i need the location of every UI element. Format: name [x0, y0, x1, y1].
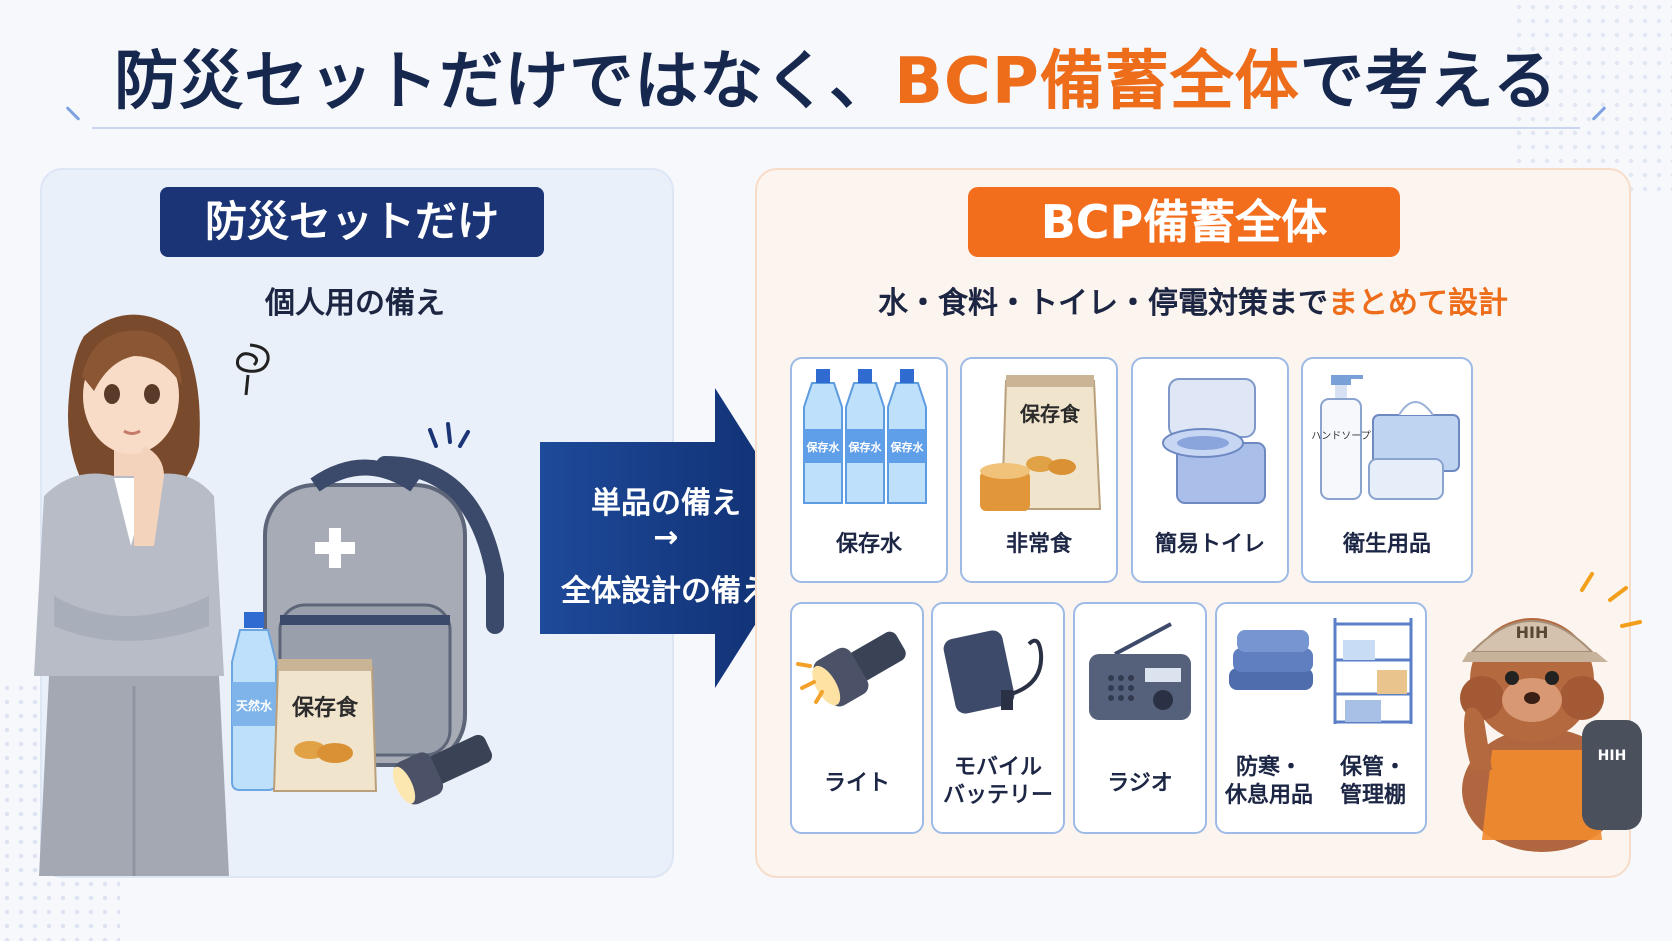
item-label-battery: モバイル バッテリー [933, 754, 1063, 810]
hygiene-supplies-icon: ハンドソープ [1311, 375, 1460, 500]
item-label-light: ライト [823, 771, 890, 796]
water-bottle-text-1: 保存水 [806, 440, 841, 454]
decorative-dots-right [1512, 0, 1672, 200]
item-label-water: 保存水 [835, 532, 902, 557]
item-label-shelf-line2: 管理棚 [1339, 783, 1406, 808]
radio-icon [1089, 622, 1191, 720]
water-bottle-icon: 天然水 [231, 612, 277, 791]
left-heading: 防災セットだけ [160, 187, 544, 257]
title-suffix: で考える [1299, 45, 1558, 119]
item-label-hygiene: 衛生用品 [1342, 532, 1431, 557]
title-prefix: 防災セットだけではなく、 [114, 45, 895, 119]
mascot-backpack-text: HIH [1598, 748, 1627, 764]
arrow-text-overall-design: 全体設計の備え [561, 574, 771, 609]
right-subtitle-prefix: 水・食料・トイレ・停電対策まで [878, 286, 1328, 321]
item-card-blanket-shelf: 防寒・ 休息用品 保管・ 管理棚 [1215, 602, 1427, 834]
item-label-blanket: 防寒・ 休息用品 [1217, 754, 1321, 810]
portable-toilet-icon [1162, 378, 1266, 504]
water-bottle-text-3: 保存水 [890, 440, 925, 454]
item-label-radio: ラジオ [1107, 771, 1173, 796]
preserved-food-bag-icon: 保存食 [272, 659, 378, 792]
flashlight-left-icon [392, 734, 493, 805]
water-bottles-icon: 保存水 保存水 保存水 [803, 369, 927, 504]
item-card-radio: ラジオ [1073, 602, 1207, 834]
item-label-blanket-line1: 防寒・ [1235, 755, 1302, 780]
title-underline [92, 127, 1580, 129]
alert-lines-icon [428, 422, 470, 448]
item-label-blanket-line2: 休息用品 [1224, 783, 1313, 808]
item-label-battery-line1: モバイル [953, 755, 1042, 780]
storage-shelf-icon [1333, 618, 1413, 724]
emergency-food-icon: 保存食 [980, 375, 1102, 511]
item-card-toilet: 簡易トイレ [1131, 357, 1289, 583]
soap-bottle-text: ハンドソープ [1311, 430, 1370, 442]
water-bottle-text-2: 保存水 [848, 440, 883, 454]
right-subtitle: 水・食料・トイレ・停電対策までまとめて設計 [755, 278, 1631, 322]
title-accent: BCP備蓄全体 [894, 45, 1300, 119]
transition-arrow-icon [540, 388, 810, 688]
item-label-shelf: 保管・ 管理棚 [1321, 754, 1425, 810]
arrow-text-single-item: 単品の備え [591, 486, 741, 521]
item-label-battery-line2: バッテリー [942, 783, 1053, 808]
flashlight-icon [796, 631, 906, 707]
water-bottle-text: 天然水 [236, 698, 273, 713]
dog-mascot-icon: HIH HIH [1460, 572, 1642, 852]
arrow-text-symbol: → [653, 520, 679, 555]
left-subtitle: 個人用の備え [265, 286, 445, 321]
page-title: 防災セットだけではなく、BCP備蓄全体で考える [0, 30, 1672, 122]
item-card-water: 保存水 保存水 保存水 保存水 [790, 357, 948, 583]
item-card-hygiene: ハンドソープ 衛生用品 [1301, 357, 1473, 583]
thinking-woman-icon [34, 314, 229, 876]
food-pack-text: 保存食 [1019, 402, 1081, 426]
right-subtitle-accent: まとめて設計 [1328, 286, 1508, 321]
confusion-swirl-icon [236, 343, 270, 396]
item-card-light: ライト [790, 602, 924, 834]
food-bag-text: 保存食 [291, 695, 359, 721]
mobile-battery-icon [943, 630, 1044, 714]
right-heading: BCP備蓄全体 [968, 187, 1400, 257]
item-label-shelf-line1: 保管・ [1339, 755, 1406, 780]
item-card-food: 保存食 非常食 [960, 357, 1118, 583]
item-card-battery: モバイル バッテリー [931, 602, 1065, 834]
item-label-toilet: 簡易トイレ [1154, 532, 1265, 557]
blanket-icon [1229, 630, 1313, 690]
item-label-food: 非常食 [1005, 532, 1072, 557]
mascot-cap-text: HIH [1516, 623, 1549, 642]
